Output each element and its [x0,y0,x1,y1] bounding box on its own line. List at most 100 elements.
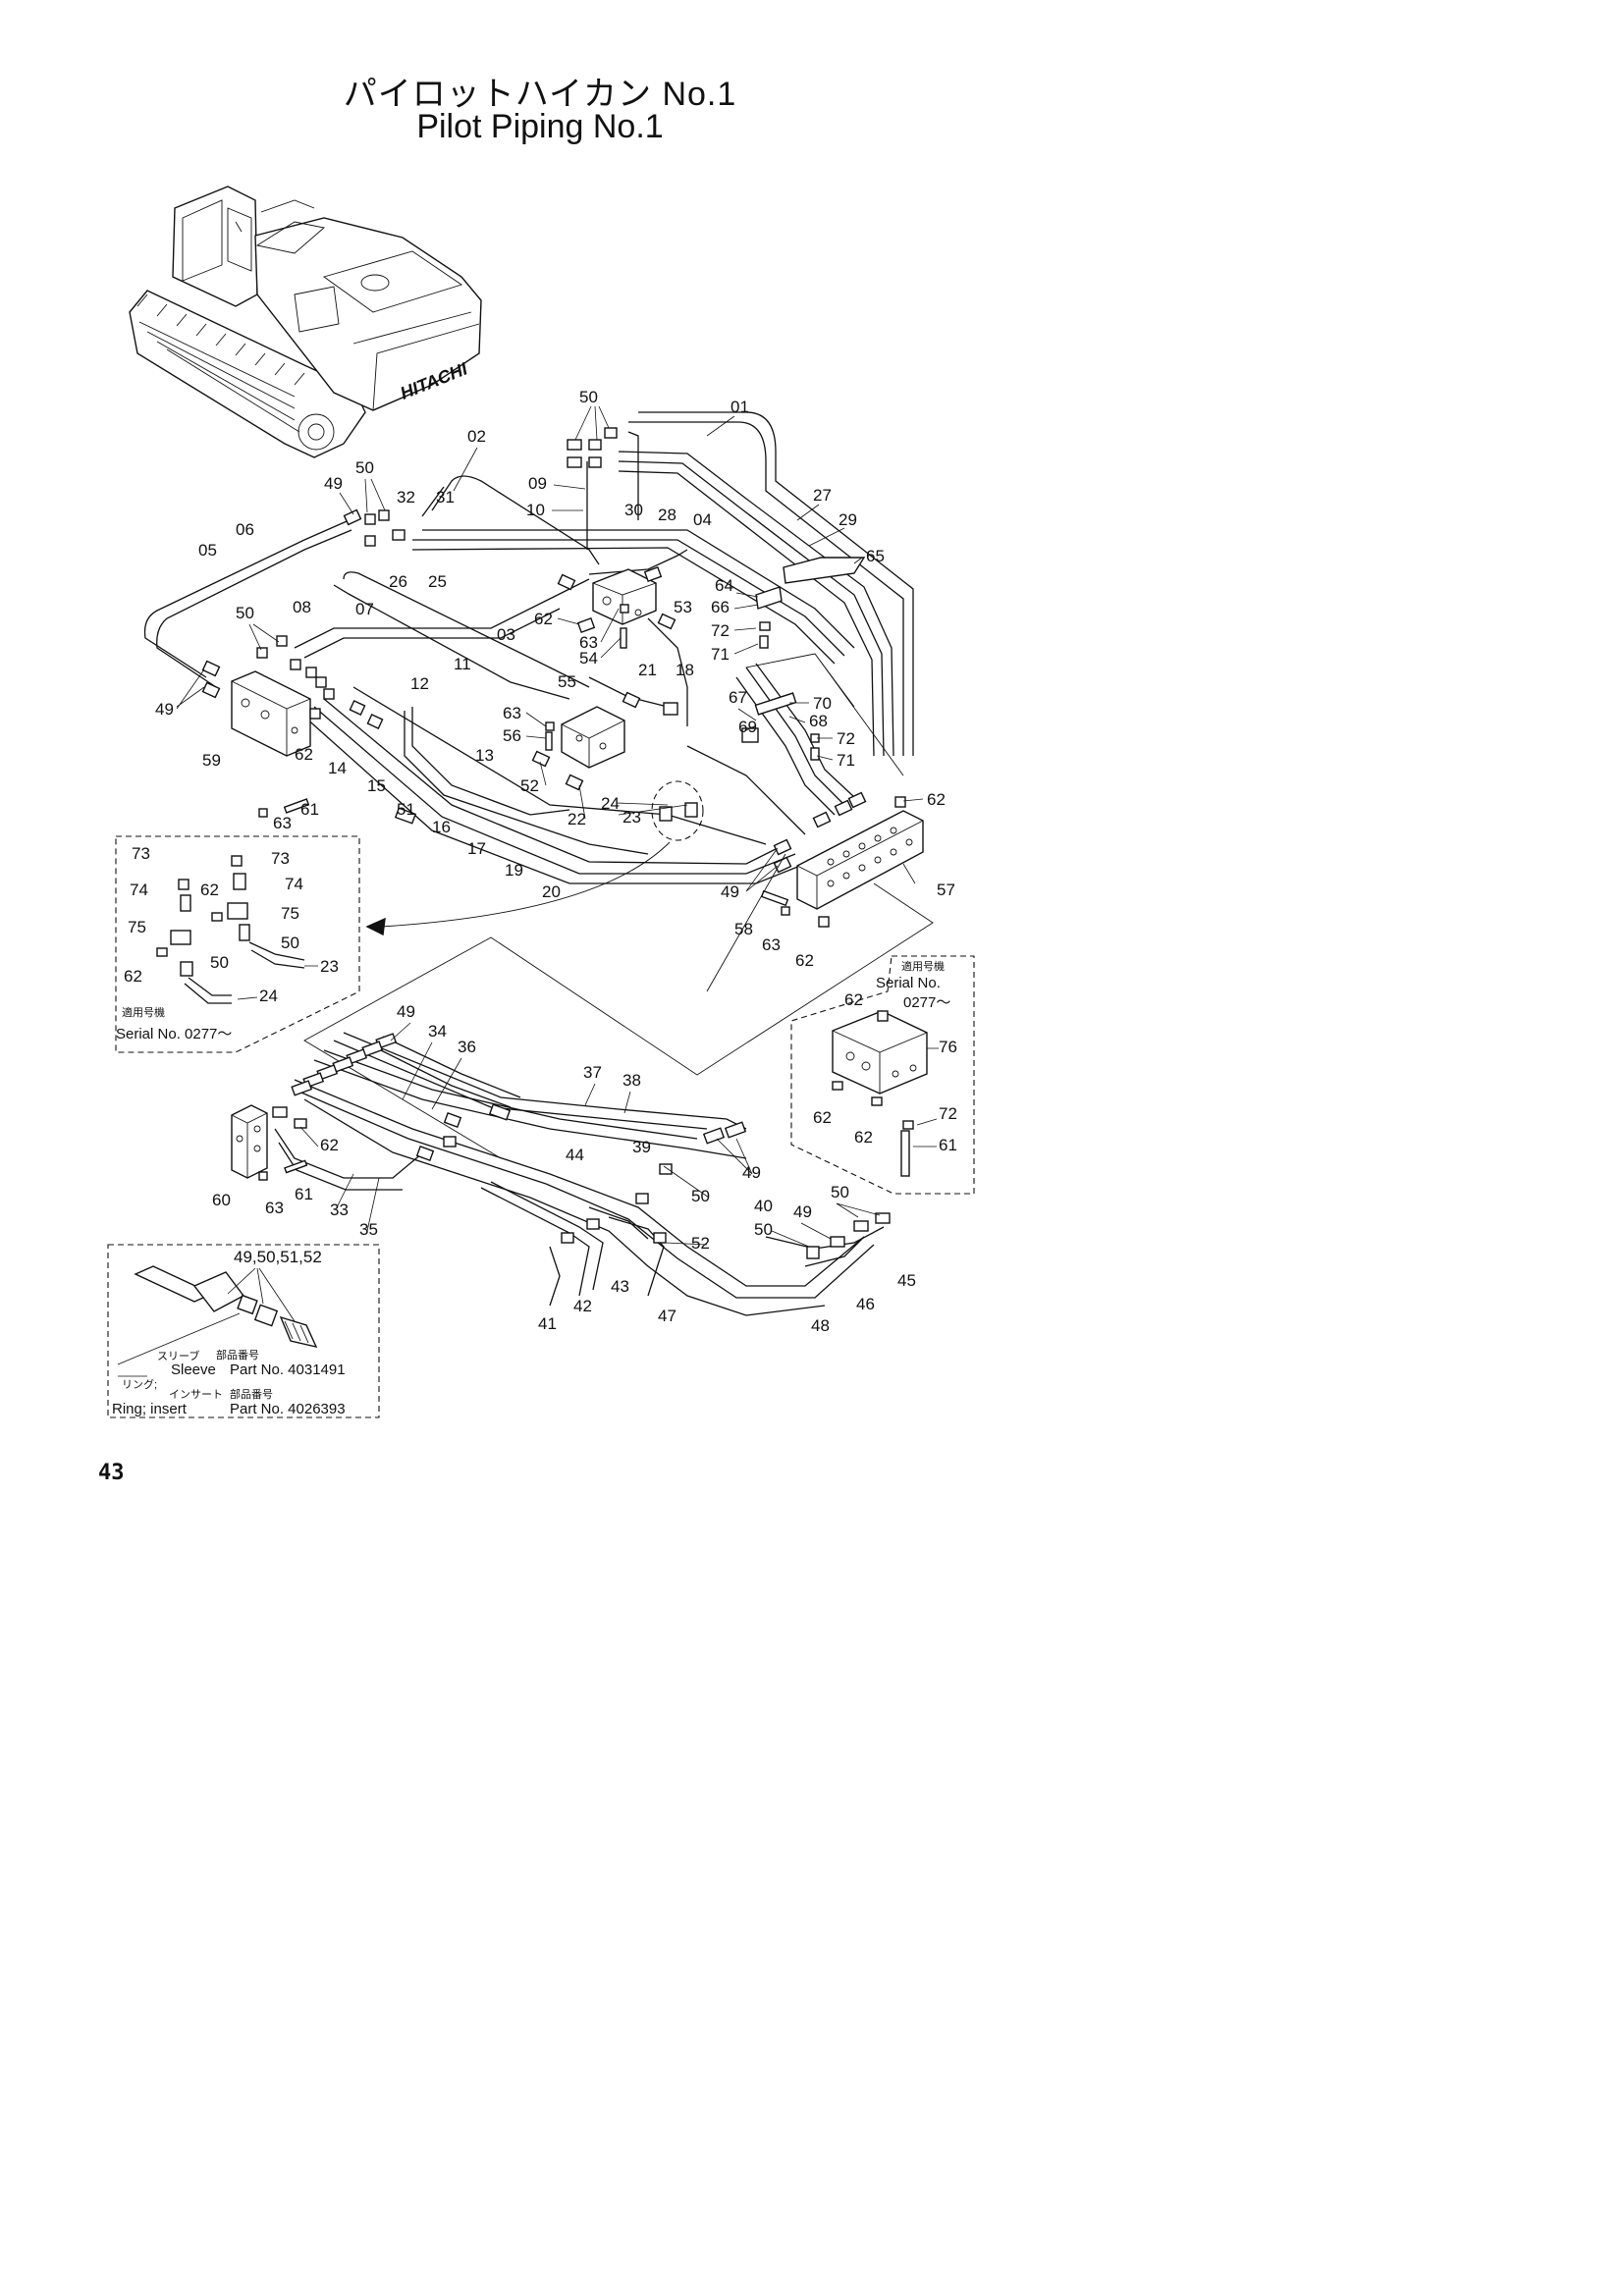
ring-part-jp: 部品番号 [230,1387,273,1401]
callout-67: 67 [729,688,747,707]
title-japanese: パイロットハイカン No.1 [343,76,737,113]
inset-left-applicable-jp: 適用号機 [122,1005,165,1019]
callout-51: 51 [397,800,415,819]
callout-43: 43 [611,1277,629,1296]
callout-08: 08 [293,598,311,616]
callout-32: 32 [397,488,415,507]
callout-28: 28 [658,506,676,524]
projection-lines [303,853,934,1159]
callout-52: 52 [520,776,539,795]
callout-01: 01 [730,398,749,416]
inset-fitting-header: 49,50,51,52 [234,1248,322,1266]
excavator-illustration: HITACHI [129,186,482,458]
callout-61-r: 61 [939,1136,957,1154]
callout-63-b: 63 [503,704,521,722]
callout-58: 58 [734,920,753,938]
callout-14: 14 [328,759,347,777]
callout-62-d: 62 [795,951,814,970]
callout-66: 66 [711,598,730,616]
callout-73: 73 [132,844,150,863]
callout-62-c: 62 [927,790,946,809]
callout-02: 02 [467,427,486,446]
callout-50-f: 50 [754,1220,773,1239]
callout-50-d: 50 [691,1187,710,1205]
callout-16: 16 [432,818,451,836]
callout-09: 09 [528,474,547,493]
callout-62-r3: 62 [854,1128,873,1147]
page-number: 43 [98,1461,125,1485]
callout-37: 37 [583,1063,602,1082]
sleeve-part-jp: 部品番号 [216,1348,259,1362]
callout-62-e: 62 [320,1136,339,1154]
callout-62-a: 62 [534,610,553,628]
callout-62-r1: 62 [844,990,863,1009]
callout-23-main: 23 [622,808,641,827]
lower-pipe-assembly [274,1032,885,1316]
detail-arrow [380,841,671,928]
callout-04: 04 [693,510,712,529]
callout-12: 12 [410,674,429,693]
leader-lines [176,405,924,1248]
callout-50-b: 50 [355,458,374,477]
callout-47: 47 [658,1307,676,1325]
callout-65: 65 [866,547,885,565]
inset-fitting-detail: 49,50,51,52 スリーブ 部品番号 Sleeve Part No. 40… [107,1244,380,1418]
callout-48: 48 [811,1316,830,1335]
upper-pipe-assembly [143,411,914,884]
detail-arrowhead [365,917,386,936]
ring-label: Ring; insert [112,1401,188,1417]
callout-50-c: 50 [236,604,254,622]
callout-72-a: 72 [711,621,730,640]
callout-27: 27 [813,486,832,505]
fittings-upper [201,427,906,928]
callout-49-d: 49 [397,1002,415,1021]
region-outline-right [745,653,904,776]
inset-right-serial-value: 0277～ [903,994,950,1011]
callout-50-e: 50 [831,1183,849,1201]
callout-71-a: 71 [711,645,730,664]
fittings-lower [258,1033,891,1259]
callout-39: 39 [632,1138,651,1156]
callout-49-a: 49 [324,474,343,493]
callout-52-b: 52 [691,1234,710,1253]
valve-block-55 [561,706,625,769]
callout-30: 30 [624,501,643,519]
ring-part: Part No. 4026393 [230,1401,346,1417]
detail-circle [651,780,704,841]
callout-24: 24 [259,987,278,1005]
callout-62-b: 62 [295,745,313,764]
callout-56: 56 [503,726,521,745]
callout-labels: 50 01 02 50 49 09 32 31 27 10 30 28 04 2… [155,388,955,1335]
callout-54: 54 [579,649,598,667]
callout-45: 45 [897,1271,916,1290]
callout-57: 57 [937,881,955,899]
callout-64: 64 [715,576,733,595]
callout-62: 62 [200,881,219,899]
callout-13: 13 [475,746,494,765]
inset-right: 適用号機 Serial No. 0277～ 62 76 62 62 72 61 [790,955,975,1195]
callout-07: 07 [355,600,374,618]
callout-63-c: 63 [273,814,292,832]
inset-left: 73 73 74 74 62 75 75 62 50 50 23 24 適用号機… [115,835,360,1053]
callout-61-b: 61 [295,1185,313,1203]
callout-69: 69 [738,718,757,736]
callout-26: 26 [389,572,407,591]
valve-block-60 [231,1104,268,1179]
callout-70: 70 [813,694,832,713]
callout-59: 59 [202,751,221,770]
callout-74b: 74 [285,875,303,893]
callout-63-d: 63 [762,935,781,954]
callout-49-c: 49 [721,882,739,901]
callout-10: 10 [526,501,545,519]
callout-24-main: 24 [601,794,620,813]
callout-17: 17 [467,839,486,858]
callout-63-e: 63 [265,1199,284,1217]
callout-49-f: 49 [793,1202,812,1221]
callout-36: 36 [458,1038,476,1056]
insert-jp: インサート [169,1388,223,1401]
ring-jp: リング; [122,1377,157,1391]
callout-44: 44 [566,1146,584,1164]
callout-19: 19 [505,861,523,880]
callout-20: 20 [542,882,561,901]
callout-50b: 50 [281,934,299,952]
